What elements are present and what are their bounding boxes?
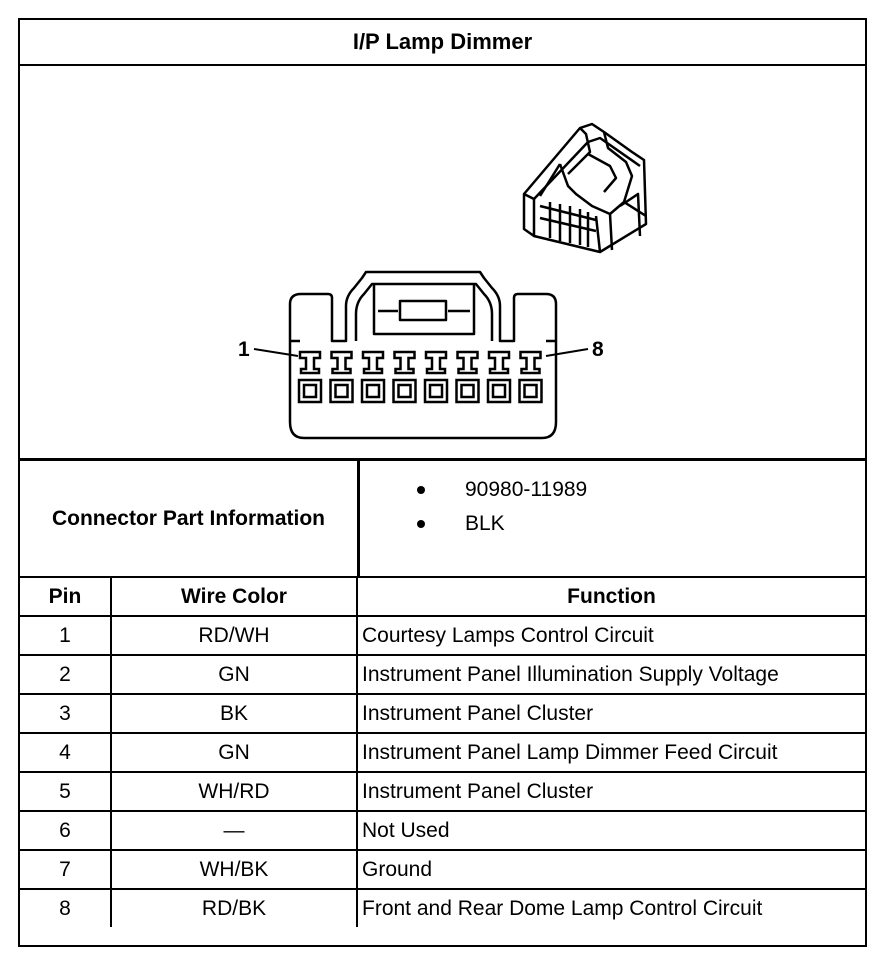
terminal-cavity-3: [360, 350, 386, 404]
pin-cell: 3: [20, 693, 112, 734]
pin-cell: 6: [20, 810, 112, 851]
table-row: 6—Not Used: [20, 810, 865, 851]
header-pin: Pin: [20, 578, 112, 617]
terminal-cavity-5: [423, 350, 449, 404]
connector-part-information: Connector Part Information 90980-11989 B…: [20, 461, 865, 578]
function-cell: Front and Rear Dome Lamp Control Circuit: [356, 888, 865, 927]
terminal-cavity-4: [392, 350, 417, 404]
function-cell: Instrument Panel Cluster: [356, 693, 865, 734]
terminal-cavity-6: [455, 350, 480, 404]
wire-color-cell: WH/BK: [110, 849, 358, 890]
connector-sheet: I/P Lamp Dimmer: [18, 18, 867, 947]
function-cell: Instrument Panel Lamp Dimmer Feed Circui…: [356, 732, 865, 773]
function-cell: Instrument Panel Cluster: [356, 771, 865, 812]
connector-part-label: Connector Part Information: [20, 461, 360, 576]
pin-cell: 2: [20, 654, 112, 695]
wire-color-cell: GN: [110, 654, 358, 695]
terminal-cavity-1: [297, 350, 323, 404]
connector-diagram: 1 8: [238, 122, 648, 440]
header-wire-color: Wire Color: [110, 578, 358, 617]
terminal-cavity-8: [518, 350, 543, 404]
pin-cell: 7: [20, 849, 112, 890]
pin-cell: 1: [20, 615, 112, 656]
function-cell: Courtesy Lamps Control Circuit: [356, 615, 865, 656]
wire-color-cell: RD/BK: [110, 888, 358, 927]
terminal-cavity-7: [486, 350, 512, 404]
pin-label-8: 8: [592, 338, 604, 361]
part-number: 90980-11989: [465, 478, 588, 501]
bullet-icon: [417, 486, 425, 494]
wire-color-cell: RD/WH: [110, 615, 358, 656]
connector-face: [288, 270, 558, 440]
pin-cell: 8: [20, 888, 112, 927]
function-cell: Not Used: [356, 810, 865, 851]
page-title: I/P Lamp Dimmer: [20, 20, 865, 66]
wire-color-cell: —: [110, 810, 358, 851]
bullet-icon: [417, 520, 425, 528]
connector-drawing: 1 8: [20, 66, 865, 461]
header-function: Function: [356, 578, 865, 617]
wire-color-cell: WH/RD: [110, 771, 358, 812]
function-cell: Ground: [356, 849, 865, 890]
table-header-row: Pin Wire Color Function: [20, 578, 865, 617]
terminal-cavity-2: [329, 350, 354, 404]
connector-part-list: 90980-11989 BLK: [405, 473, 587, 541]
connector-3d-icon: [522, 122, 648, 254]
pin-cell: 4: [20, 732, 112, 773]
pin-label-1: 1: [238, 338, 250, 361]
wire-color-cell: GN: [110, 732, 358, 773]
part-list-item: BLK: [405, 507, 587, 541]
function-cell: Instrument Panel Illumination Supply Vol…: [356, 654, 865, 695]
terminal-cavities: [297, 350, 543, 404]
pin-cell: 5: [20, 771, 112, 812]
connector-color: BLK: [465, 512, 505, 535]
part-list-item: 90980-11989: [405, 473, 587, 507]
wire-color-cell: BK: [110, 693, 358, 734]
